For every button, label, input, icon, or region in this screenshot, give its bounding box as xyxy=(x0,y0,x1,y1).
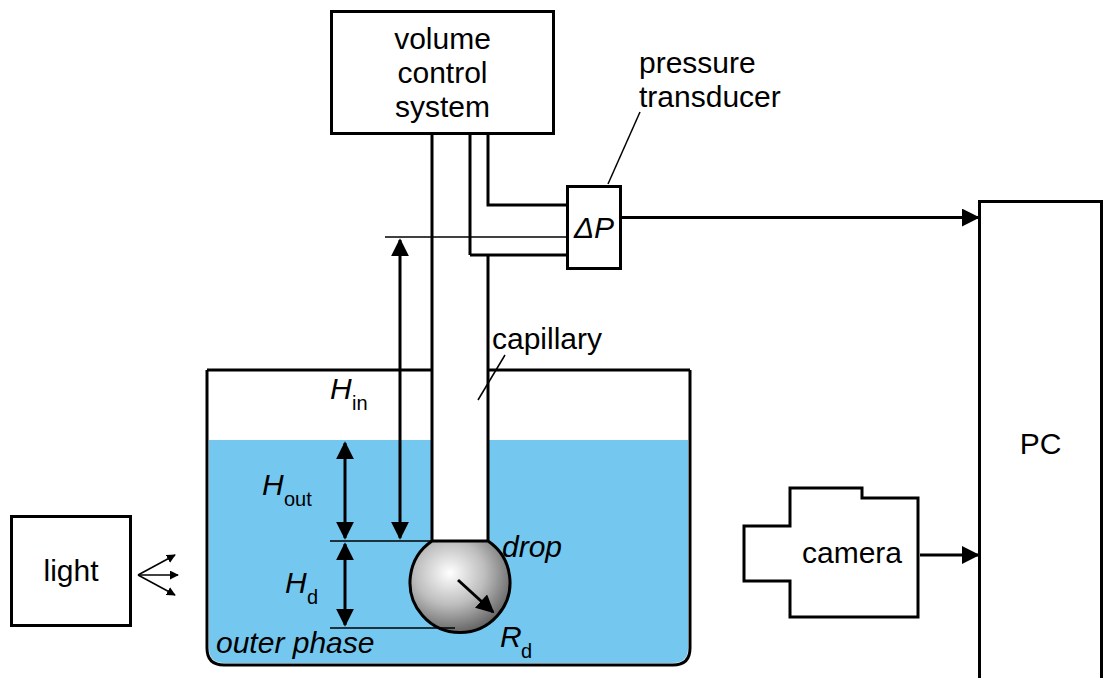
diagram-label: R xyxy=(500,620,522,654)
pressure-line xyxy=(470,254,566,257)
node-label: PC xyxy=(1020,427,1062,461)
diagram-label: H xyxy=(330,372,352,406)
node-label: ΔP xyxy=(574,211,614,245)
dimension-arrow xyxy=(344,443,347,538)
drop xyxy=(410,541,510,632)
container-lid xyxy=(207,369,432,372)
dimension-arrow xyxy=(344,544,347,625)
pc-box: PC xyxy=(978,200,1103,678)
signal-arrow xyxy=(622,216,978,219)
capillary-wall xyxy=(431,135,434,541)
leader-line xyxy=(608,112,640,184)
control-box: volume control system xyxy=(330,10,555,135)
capillary-wall xyxy=(487,255,490,541)
diagram-label: H xyxy=(262,468,284,502)
subscript-label: d xyxy=(521,640,532,662)
light-box: light xyxy=(10,515,132,627)
subscript-label: d xyxy=(307,586,318,608)
reference-line xyxy=(385,236,566,238)
diagram-label: drop xyxy=(502,530,562,564)
pressure-line xyxy=(488,135,566,205)
camera-box: camera xyxy=(742,486,922,620)
subscript-label: in xyxy=(352,392,368,414)
dimension-arrow xyxy=(399,240,402,538)
light-rays xyxy=(138,555,178,595)
node-label: volume control system xyxy=(368,22,518,124)
diagram-label: outer phase xyxy=(216,626,374,660)
transducer-box: pressure transducerΔP xyxy=(566,185,622,270)
reference-line xyxy=(330,540,432,542)
container-lid xyxy=(488,369,690,372)
leader-line xyxy=(478,355,505,400)
radius-arrow xyxy=(458,580,493,612)
signal-arrow xyxy=(920,554,978,557)
diagram-label: H xyxy=(285,566,307,600)
diagram-label: capillary xyxy=(492,322,602,356)
node-label: camera xyxy=(802,536,902,570)
capillary-tube xyxy=(432,135,488,541)
component-heading: pressure transducer xyxy=(639,46,789,114)
subscript-label: out xyxy=(284,488,312,510)
node-label: light xyxy=(43,554,98,588)
